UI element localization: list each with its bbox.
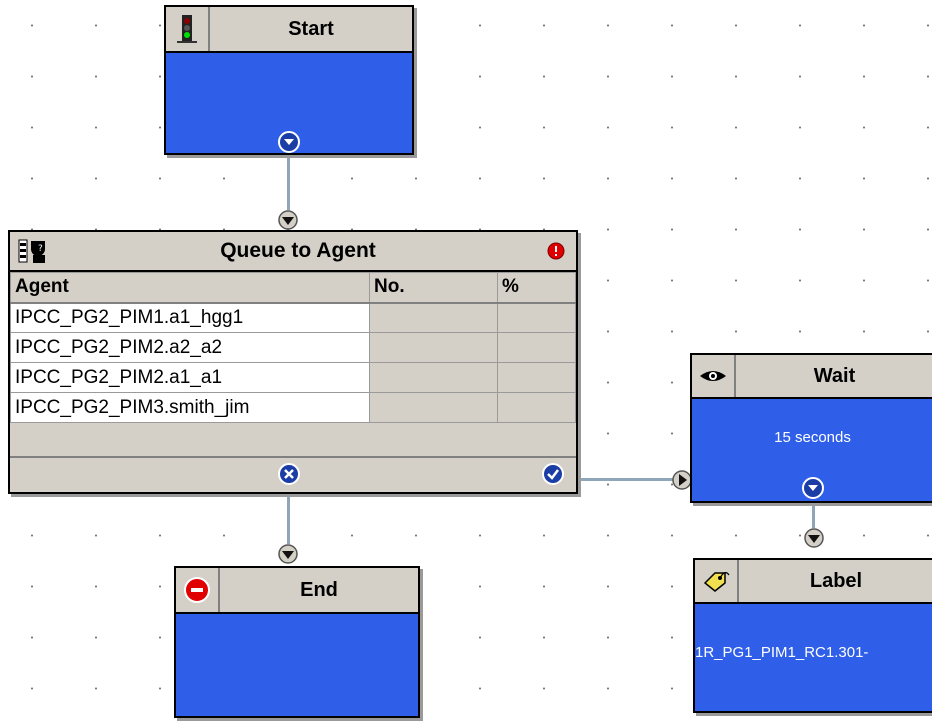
end-title: End <box>300 578 338 601</box>
agent-table-header: Agent No. % <box>10 272 576 304</box>
queue-agent-icon: ? <box>10 237 60 265</box>
wait-to-label-line <box>812 500 815 528</box>
wait-duration: 15 seconds <box>774 429 851 446</box>
table-row[interactable]: IPCC_PG2_PIM1.a1_hgg1 <box>10 302 576 333</box>
svg-text:?: ? <box>38 244 43 254</box>
wait-output-connector[interactable] <box>802 477 824 499</box>
queue-to-agent-node[interactable]: ? Queue to Agent Agent No. % IPCC_PG2_PI… <box>8 230 578 494</box>
queue-title: Queue to Agent <box>220 239 376 262</box>
no-cell[interactable] <box>369 392 498 423</box>
success-output-connector[interactable] <box>542 463 564 485</box>
wait-title: Wait <box>813 364 856 387</box>
queue-to-wait-line <box>578 478 674 481</box>
agent-cell[interactable]: IPCC_PG2_PIM3.smith_jim <box>10 392 370 423</box>
queue-input-port[interactable] <box>278 210 298 230</box>
table-row[interactable]: IPCC_PG2_PIM2.a1_a1 <box>10 362 576 393</box>
label-input-port[interactable] <box>804 528 824 548</box>
start-to-queue-line <box>287 156 290 210</box>
agent-cell[interactable]: IPCC_PG2_PIM1.a1_hgg1 <box>10 302 370 333</box>
start-title: Start <box>288 17 334 40</box>
start-output-connector[interactable] <box>278 131 300 153</box>
table-row[interactable]: IPCC_PG2_PIM3.smith_jim <box>10 392 576 423</box>
agent-cell[interactable]: IPCC_PG2_PIM2.a2_a2 <box>10 332 370 363</box>
failure-output-connector[interactable] <box>278 463 300 485</box>
queue-footer <box>10 456 576 492</box>
no-cell[interactable] <box>369 302 498 333</box>
column-header-no: No. <box>369 272 498 304</box>
start-node[interactable]: Start <box>164 5 414 155</box>
pct-cell[interactable] <box>497 392 576 423</box>
stop-sign-icon <box>176 568 220 612</box>
table-row[interactable]: IPCC_PG2_PIM2.a2_a2 <box>10 332 576 363</box>
pct-cell[interactable] <box>497 302 576 333</box>
column-header-agent: Agent <box>10 272 370 304</box>
agent-table: Agent No. % IPCC_PG2_PIM1.a1_hgg1 IPCC_P… <box>10 272 576 423</box>
label-node[interactable]: Label 1R_PG1_PIM1_RC1.301- <box>693 558 932 713</box>
wait-input-port[interactable] <box>672 470 692 490</box>
label-title: Label <box>809 569 863 592</box>
agent-cell[interactable]: IPCC_PG2_PIM2.a1_a1 <box>10 362 370 393</box>
pct-cell[interactable] <box>497 362 576 393</box>
queue-to-end-line <box>287 494 290 544</box>
error-indicator-icon <box>536 242 576 260</box>
no-cell[interactable] <box>369 362 498 393</box>
wait-node[interactable]: Wait 15 seconds <box>690 353 932 503</box>
tag-icon <box>695 560 739 602</box>
label-value: 1R_PG1_PIM1_RC1.301- <box>695 644 869 661</box>
eye-icon <box>692 355 736 397</box>
traffic-light-icon <box>166 7 210 51</box>
column-header-pct: % <box>497 272 576 304</box>
end-node[interactable]: End <box>174 566 420 718</box>
end-input-port[interactable] <box>278 544 298 564</box>
pct-cell[interactable] <box>497 332 576 363</box>
no-cell[interactable] <box>369 332 498 363</box>
